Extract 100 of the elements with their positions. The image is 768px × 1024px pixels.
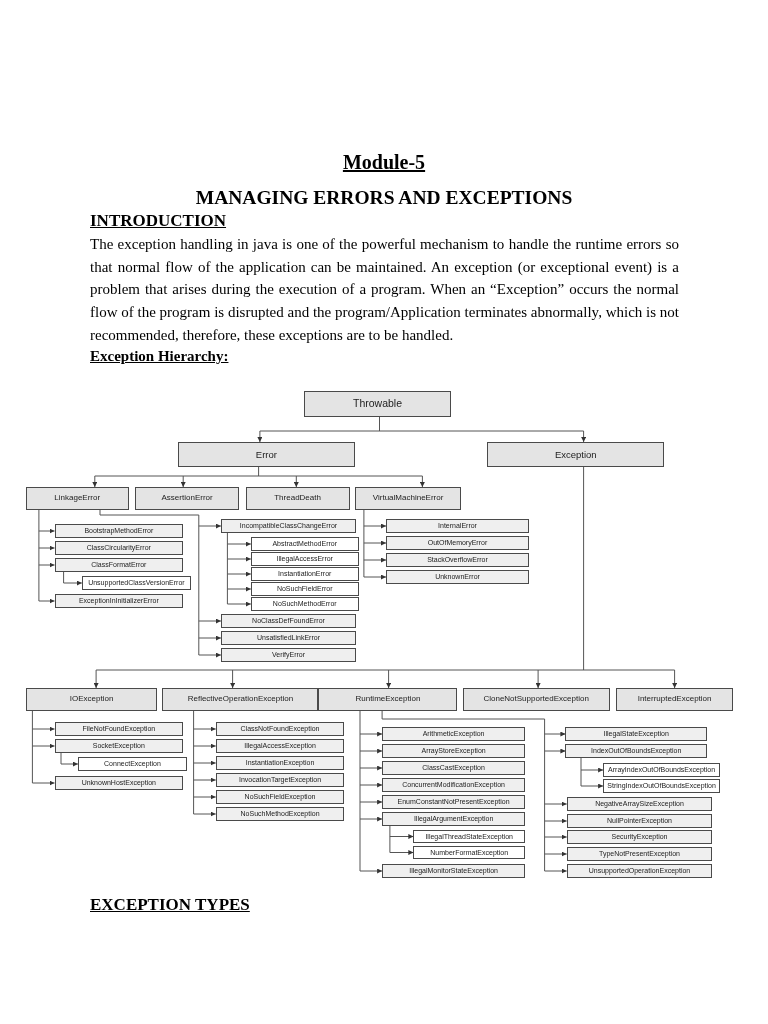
arrow <box>38 598 55 604</box>
arrow <box>363 523 387 529</box>
class-name: Throwable <box>353 398 403 410</box>
class-box <box>54 594 184 608</box>
arrow <box>580 767 604 773</box>
arrow <box>363 557 387 563</box>
class-box <box>566 797 713 811</box>
connector-line <box>580 757 582 787</box>
arrow <box>198 618 222 624</box>
class-box <box>215 722 345 736</box>
arrow <box>363 540 387 546</box>
connector-line <box>99 509 200 656</box>
class-box <box>354 487 462 510</box>
class-box <box>178 442 355 467</box>
class-box <box>162 688 319 711</box>
class-box <box>616 688 734 711</box>
arrow <box>31 726 55 732</box>
class-box <box>81 576 191 590</box>
class-box <box>413 846 526 859</box>
arrow <box>198 523 222 529</box>
class-box <box>382 761 526 775</box>
connector-line <box>359 710 361 872</box>
class-box <box>318 688 458 711</box>
arrow <box>544 834 568 840</box>
class-box <box>245 487 350 510</box>
class-box <box>54 722 184 736</box>
arrow <box>193 794 217 800</box>
class-box <box>215 773 345 787</box>
connector-line <box>389 825 391 853</box>
paragraph: The exception handling in java is one of the powerful mechanism to handle the runtime errors so that normal flow of the application can be maintained. An exception (or exceptional event) is a problem that arises during the execution of a program. When an “Exception” occurs the normal flow of the program is disrupted and the program/Application terminates abnormally, which is not recommended, therefore, these exceptions are to be handled. <box>90 235 679 345</box>
connector-line <box>95 466 676 671</box>
class-name: CloneNotSupportedException <box>483 695 589 704</box>
arrow <box>257 430 263 443</box>
class-box <box>220 519 357 533</box>
arrow <box>389 850 414 855</box>
arrow <box>359 799 383 805</box>
connector-line <box>381 710 546 872</box>
arrow <box>193 777 217 783</box>
class-box <box>54 739 184 753</box>
arrow <box>198 635 222 641</box>
class-box <box>215 807 345 821</box>
class-box <box>565 744 708 758</box>
class-box <box>382 812 526 826</box>
arrow <box>544 851 568 857</box>
arrow <box>226 541 252 547</box>
class-box <box>603 763 721 777</box>
class-name: LinkageError <box>54 494 101 503</box>
arrow <box>359 816 383 822</box>
arrow <box>230 669 236 689</box>
class-box <box>250 582 359 596</box>
class-box <box>462 688 610 711</box>
class-box <box>566 814 713 828</box>
arrow <box>419 475 425 488</box>
class-box <box>215 790 345 804</box>
arrow <box>193 726 217 732</box>
arrow <box>38 545 55 551</box>
module-title: Module-5 <box>342 151 426 174</box>
arrow <box>193 743 217 749</box>
connector-line <box>259 416 585 432</box>
class-box <box>250 537 359 551</box>
arrow <box>226 571 252 577</box>
class-box <box>250 567 359 581</box>
arrow <box>359 782 383 788</box>
connector-line <box>94 466 423 477</box>
arrow <box>226 601 252 607</box>
arrow <box>193 811 217 817</box>
class-box <box>135 487 240 510</box>
class-box <box>250 597 359 611</box>
connector-line <box>193 710 195 815</box>
class-box <box>382 778 526 792</box>
arrow <box>544 868 568 874</box>
arrow <box>672 669 678 689</box>
arrow <box>38 562 55 568</box>
class-name: AssertionError <box>161 494 213 503</box>
arrow <box>293 475 299 488</box>
class-name: RuntimeException <box>355 695 421 704</box>
arrow <box>544 731 566 737</box>
class-box <box>220 631 357 645</box>
arrow <box>226 556 252 562</box>
arrow <box>31 743 55 749</box>
class-box <box>386 536 529 550</box>
arrow <box>60 752 79 767</box>
class-name: VirtualMachineError <box>372 494 444 503</box>
class-box <box>77 757 188 771</box>
class-box <box>386 519 529 533</box>
connector-line <box>31 710 33 784</box>
class-box <box>25 487 129 510</box>
arrow <box>580 783 604 789</box>
class-box <box>382 744 526 758</box>
arrow <box>389 834 414 839</box>
subheading: Exception Hierarchy: <box>90 348 229 365</box>
class-box <box>386 553 529 567</box>
arrow <box>535 669 541 689</box>
arrow <box>359 731 383 737</box>
class-box <box>54 541 184 555</box>
arrow <box>386 669 392 689</box>
section-heading: EXCEPTION TYPES <box>90 895 250 915</box>
arrow <box>363 574 387 580</box>
class-box <box>215 756 345 770</box>
section-heading: INTRODUCTION <box>90 211 227 231</box>
